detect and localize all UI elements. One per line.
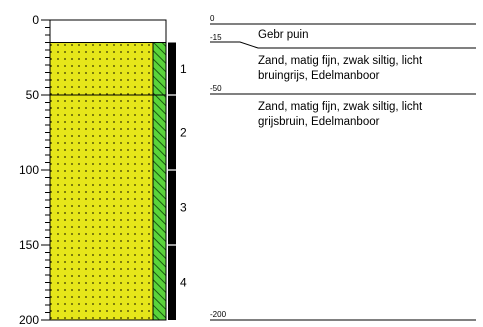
column-frame: [49, 19, 167, 321]
hatch-fill: [153, 42, 166, 95]
soil-column: [49, 19, 167, 321]
layer-connector: [210, 41, 476, 49]
depth-label: -50: [210, 84, 222, 93]
sample-bars: 1 2 3 4: [168, 42, 187, 320]
sample-label: 1: [180, 62, 187, 76]
sand-dots: [50, 42, 153, 95]
axis-tick-label: 150: [19, 238, 39, 252]
sample-bar: [168, 95, 176, 170]
description-line: Zand, matig fijn, zwak siltig, licht: [258, 101, 423, 113]
depth-axis: 0 50 100 150 200: [19, 13, 54, 327]
description-line: Gebr puin: [258, 29, 309, 41]
empty-layer: [50, 20, 166, 43]
sample-label: 3: [180, 201, 187, 215]
description-line: Zand, matig fijn, zwak siltig, licht: [258, 55, 423, 67]
depth-label: 0: [210, 14, 215, 23]
axis-tick-label: 200: [19, 313, 39, 327]
depth-label: -200: [210, 310, 227, 319]
axis-tick-label: 0: [32, 13, 39, 27]
axis-tick-label: 50: [26, 88, 40, 102]
depth-label: -15: [210, 33, 222, 42]
axis-tick-label: 100: [19, 163, 39, 177]
sample-label: 2: [180, 126, 187, 140]
hatch-fill: [153, 95, 166, 320]
sample-bar: [168, 245, 176, 320]
sample-label: 4: [180, 276, 187, 290]
description-line: grijsbruin, Edelmanboor: [258, 116, 380, 128]
sand-dots: [50, 95, 153, 320]
description-line: bruingrijs, Edelmanboor: [258, 70, 380, 82]
sample-bar: [168, 170, 176, 245]
sample-bar: [168, 42, 176, 95]
